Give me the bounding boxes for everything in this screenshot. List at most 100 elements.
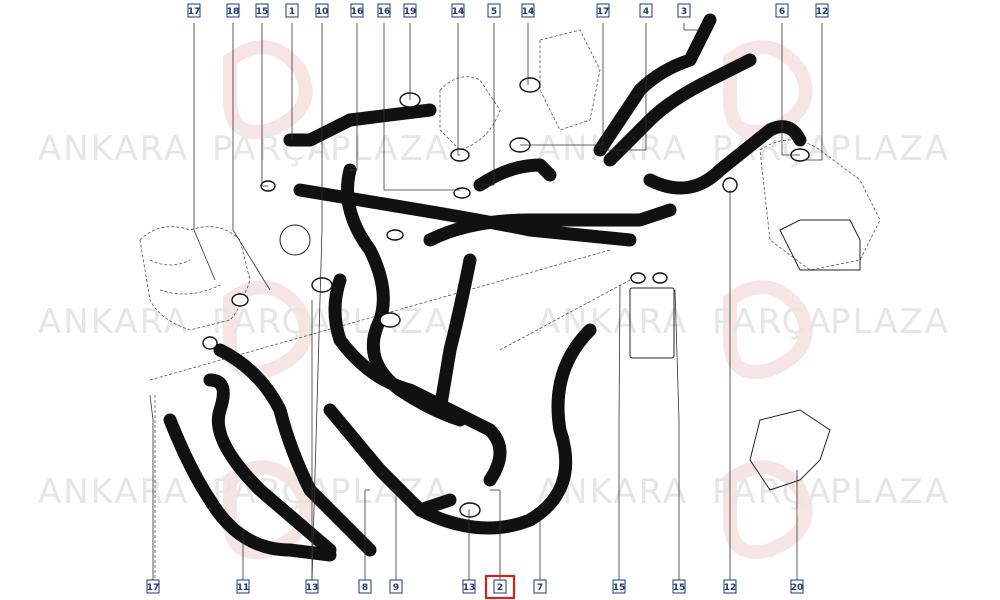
callout-box: 17 <box>187 3 201 18</box>
callout-frame <box>315 3 329 18</box>
watermark-word: PLAZA <box>830 129 950 169</box>
callout-number: 14 <box>522 7 535 17</box>
watermark-word: PARÇA <box>212 302 333 342</box>
callout-number: 17 <box>188 7 201 17</box>
callout-number: 17 <box>147 583 160 593</box>
watermark-word: PLAZA <box>830 302 950 342</box>
callout-box: 20 <box>790 579 804 594</box>
watermark-word: PARÇA <box>712 472 833 512</box>
callout-number: 19 <box>404 7 417 17</box>
callout-box: 13 <box>305 579 319 594</box>
oil-cooler <box>629 287 675 359</box>
callout-box: 15 <box>612 579 626 594</box>
leader-line <box>232 229 271 291</box>
callout-frame <box>305 579 319 594</box>
callout-number: 12 <box>724 583 737 593</box>
callout-frame <box>815 3 829 18</box>
callout-frame <box>389 579 403 594</box>
callout-box: 11 <box>236 579 250 594</box>
watermark-word: ANKARA <box>537 302 688 342</box>
callout-frame <box>775 3 789 18</box>
callout-frame <box>533 579 547 594</box>
watermark-word: ANKARA <box>38 472 189 512</box>
callout-frame <box>403 3 417 18</box>
leader-lines <box>149 23 823 581</box>
callout-number: 15 <box>613 583 626 593</box>
leader-line <box>674 289 680 421</box>
leader-line <box>311 229 323 581</box>
callout-frame <box>521 3 535 18</box>
callout-box: 15 <box>672 579 686 594</box>
callout-box: 4 <box>639 3 653 18</box>
callout-frame <box>493 579 507 594</box>
callout-frame <box>451 3 465 18</box>
callout-box: 14 <box>521 3 535 18</box>
callout-frame <box>358 579 372 594</box>
callout-frame <box>612 579 626 594</box>
callout-box: 5 <box>487 3 501 18</box>
callout-frame <box>672 579 686 594</box>
callout-frame <box>377 3 391 18</box>
expansion-tank <box>779 219 861 271</box>
callout-box: 19 <box>403 3 417 18</box>
callout-number: 20 <box>791 583 804 593</box>
callout-number: 15 <box>673 583 686 593</box>
callout-number: 8 <box>362 583 368 593</box>
callout-number: 10 <box>316 7 329 17</box>
watermark-word: ANKARA <box>38 129 189 169</box>
callout-frame <box>790 579 804 594</box>
callout-box: 8 <box>358 579 372 594</box>
callout-box: 15 <box>255 3 269 18</box>
callout-number: 9 <box>393 583 399 593</box>
leader-line <box>149 394 154 421</box>
callout-box: 3 <box>677 3 691 18</box>
callout-frame <box>723 579 737 594</box>
callout-frame <box>226 3 240 18</box>
callout-number: 5 <box>491 7 497 17</box>
callout-number: 14 <box>452 7 465 17</box>
leader-line <box>618 284 621 421</box>
callout-box: 12 <box>723 579 737 594</box>
callout-frame <box>677 3 691 18</box>
callout-number: 18 <box>227 7 240 17</box>
callout-box: 9 <box>389 579 403 594</box>
bracket-part-20 <box>749 409 831 491</box>
callout-number: 1 <box>289 7 295 17</box>
callout-number: 15 <box>256 7 269 17</box>
watermark-word: ANKARA <box>38 302 189 342</box>
callout-number: 13 <box>463 583 476 593</box>
callout-frame <box>596 3 610 18</box>
callout-box: 18 <box>226 3 240 18</box>
callout-frame <box>285 3 299 18</box>
callout-box: 12 <box>815 3 829 18</box>
callout-box: 7 <box>533 579 547 594</box>
callout-number: 3 <box>681 7 687 17</box>
highlight-frame <box>484 574 516 600</box>
callout-frame <box>236 579 250 594</box>
hose-clamps <box>202 77 810 518</box>
callout-number: 6 <box>779 7 785 17</box>
highlighted-callout: 2 <box>484 574 516 600</box>
pulley-component <box>279 224 311 256</box>
watermark-word: PARÇA <box>712 302 833 342</box>
callout-box: 16 <box>350 3 364 18</box>
callout-frame <box>350 3 364 18</box>
callout-box: 10 <box>315 3 329 18</box>
callout-frame <box>146 579 160 594</box>
callout-number: 17 <box>597 7 610 17</box>
callout-number: 13 <box>306 583 319 593</box>
engine-block-sketch <box>139 29 881 595</box>
watermark-word: PLAZA <box>830 472 950 512</box>
callout-number: 4 <box>643 7 649 17</box>
callout-frame <box>639 3 653 18</box>
callout-box: 13 <box>462 579 476 594</box>
callout-frame <box>487 3 501 18</box>
callout-number: 7 <box>537 583 543 593</box>
callout-box: 6 <box>775 3 789 18</box>
callout-box: 17 <box>596 3 610 18</box>
callout-number: 12 <box>816 7 829 17</box>
engine-components <box>279 219 861 491</box>
callout-number: 11 <box>237 583 250 593</box>
